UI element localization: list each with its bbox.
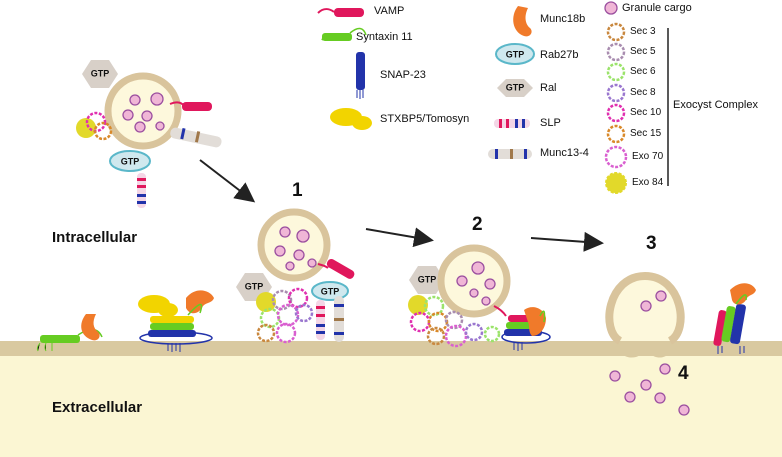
legend-label-sec8: Sec 8 [630,87,656,98]
exo70-icon [604,145,628,169]
syntaxin-munc18b-complex [36,314,103,352]
granule-step-1: GTP GTP [236,208,355,344]
legend-label-stxbp5: STXBP5/Tomosyn [380,113,470,125]
legend-label-vamp: VAMP [374,5,405,17]
granule-step-2: GTP [408,244,551,351]
region-label-extracellular: Extracellular [52,399,143,416]
svg-text:GTP: GTP [506,49,525,59]
step-label-3: 3 [646,233,657,254]
plasma-membrane-band [0,341,782,356]
legend-label-munc18b: Munc18b [540,13,586,25]
snare-complex-post-fusion [713,283,756,354]
step-label-1: 1 [292,180,303,201]
legend-label-snap23: SNAP-23 [380,69,426,81]
legend-granule-cargo-icon [604,1,618,15]
arrow-to-step-3 [530,231,604,252]
sec10-icon [606,103,626,123]
snare-stxbp5-complex [138,290,214,352]
legend-rab27b-icon: GTP [495,43,535,65]
legend-label-ral: Ral [540,82,557,94]
legend-label-sec5: Sec 5 [630,46,656,57]
legend-stxbp5-icon [330,108,372,130]
legend-snap23-icon [356,52,365,99]
svg-text:GTP: GTP [91,68,110,78]
legend-slp-icon [494,119,530,128]
legend-ral-icon: GTP [497,79,533,97]
legend-vamp-icon [317,8,364,17]
legend-munc18b-icon [513,6,532,37]
legend-label-syntaxin11: Syntaxin 11 [356,31,413,43]
sec5-icon [606,42,626,62]
granule-initial: GTP GTP [76,60,222,208]
legend-label-slp: SLP [540,117,561,129]
svg-text:GTP: GTP [121,156,140,166]
svg-text:GTP: GTP [245,281,264,291]
legend-label-sec6: Sec 6 [630,66,656,77]
sec8-icon [606,83,626,103]
legend-label-sec3: Sec 3 [630,26,656,37]
legend-syntaxin-icon [321,27,367,41]
legend-label-sec15: Sec 15 [630,128,662,139]
step-label-2: 2 [472,214,483,235]
legend-label-exo84: Exo 84 [632,177,664,188]
legend-label-sec10: Sec 10 [630,107,662,118]
step-label-4: 4 [678,363,689,384]
exo84-icon [605,172,627,194]
extracellular-region [0,352,782,457]
released-cargo [609,363,690,416]
arrow-to-step-2 [365,227,434,248]
legend-exocyst-icons [604,22,628,194]
legend-label-exocyst-complex: Exocyst Complex [673,99,758,111]
svg-text:GTP: GTP [418,274,437,284]
svg-text:GTP: GTP [321,286,340,296]
sec6-icon [606,62,626,82]
arrow-to-step-1 [199,159,256,203]
sec15-icon [606,124,626,144]
svg-text:GTP: GTP [506,82,525,92]
legend-label-granule-cargo: Granule cargo [622,2,692,14]
legend-label-munc13-4: Munc13-4 [540,147,589,159]
legend-munc13-4-icon [488,149,532,159]
fused-granule-step-3 [605,271,685,345]
legend-label-rab27b: Rab27b [540,49,579,61]
sec3-icon [606,22,626,42]
region-label-intracellular: Intracellular [52,229,138,246]
legend-label-exo70: Exo 70 [632,151,664,162]
